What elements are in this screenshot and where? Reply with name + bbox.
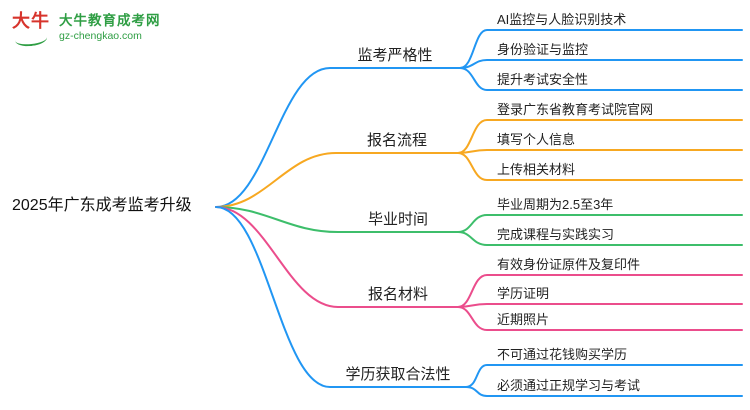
- leaf-node: 必须通过正规学习与考试: [497, 378, 641, 393]
- logo-emblem-icon: 大牛: [10, 8, 52, 48]
- leaf-node: 近期照片: [497, 312, 550, 327]
- leaf-node: 上传相关材料: [497, 162, 576, 177]
- connector-branch4-leaf2: [457, 303, 743, 308]
- connector-branch4-leaf1: [457, 274, 743, 308]
- leaf-node: AI监控与人脸识别技术: [497, 12, 627, 27]
- connector-branch1-leaf2: [459, 59, 743, 69]
- leaf-node: 身份验证与监控: [497, 42, 589, 57]
- logo-brand-block: 大牛教育成考网 gz-chengkao.com: [59, 13, 161, 43]
- connector-root-branch1: [215, 67, 461, 208]
- connector-branch2-leaf2: [457, 149, 743, 154]
- connector-branch5-leaf1: [465, 364, 743, 388]
- logo-brand-url: gz-chengkao.com: [59, 29, 142, 42]
- leaf-node: 毕业周期为2.5至3年: [497, 197, 614, 212]
- leaf-node: 填写个人信息: [497, 132, 576, 147]
- branch-node-registration-process: 报名流程: [366, 132, 427, 149]
- leaf-node: 提升考试安全性: [497, 72, 589, 87]
- connector-branch4-leaf3: [457, 306, 743, 331]
- connector-branch2-leaf3: [457, 152, 743, 181]
- connector-root-branch3: [215, 206, 459, 233]
- site-logo: 大牛 大牛教育成考网 gz-chengkao.com: [10, 8, 161, 48]
- logo-brand-name: 大牛教育成考网: [59, 13, 161, 28]
- connector-root-branch4: [215, 206, 459, 308]
- branch-node-graduation-time: 毕业时间: [367, 211, 428, 228]
- leaf-node: 完成课程与实践实习: [497, 227, 615, 242]
- connector-branch1-leaf3: [459, 67, 743, 91]
- connector-branch2-leaf1: [457, 119, 743, 154]
- leaf-node: 登录广东省教育考试院官网: [497, 102, 654, 117]
- leaf-node: 有效身份证原件及复印件: [497, 257, 641, 272]
- leaf-node: 学历证明: [497, 286, 550, 301]
- connector-root-branch5: [215, 206, 467, 388]
- mindmap-root-node: 2025年广东成考监考升级: [12, 197, 192, 214]
- connector-branch5-leaf2: [465, 386, 743, 397]
- connector-branch3-leaf2: [457, 231, 743, 246]
- branch-node-supervision-strictness: 监考严格性: [357, 47, 433, 64]
- leaf-node: 不可通过花钱购买学历: [497, 347, 628, 362]
- connector-root-branch2: [215, 152, 459, 208]
- branch-node-registration-materials: 报名材料: [367, 286, 428, 303]
- branch-node-degree-legitimacy: 学历获取合法性: [345, 366, 451, 383]
- logo-emblem-text: 大牛: [12, 11, 50, 31]
